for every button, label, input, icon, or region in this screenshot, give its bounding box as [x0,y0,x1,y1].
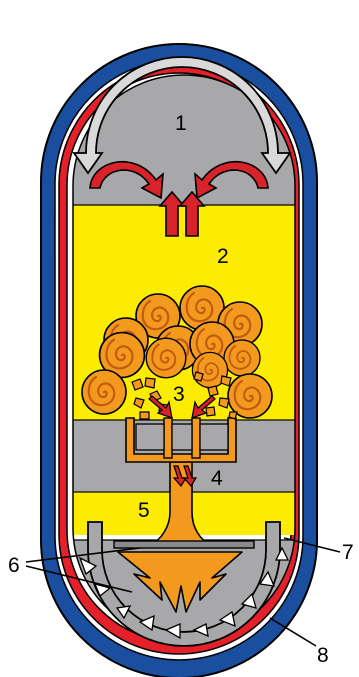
label-2: 2 [217,245,229,268]
label-1: 1 [175,112,187,135]
label-5: 5 [138,499,150,522]
support-plate [114,541,254,548]
label-3: 3 [173,383,185,406]
label-6: 6 [8,554,20,577]
label-4: 4 [211,467,223,490]
label-8: 8 [317,644,329,667]
label-7: 7 [342,541,354,564]
